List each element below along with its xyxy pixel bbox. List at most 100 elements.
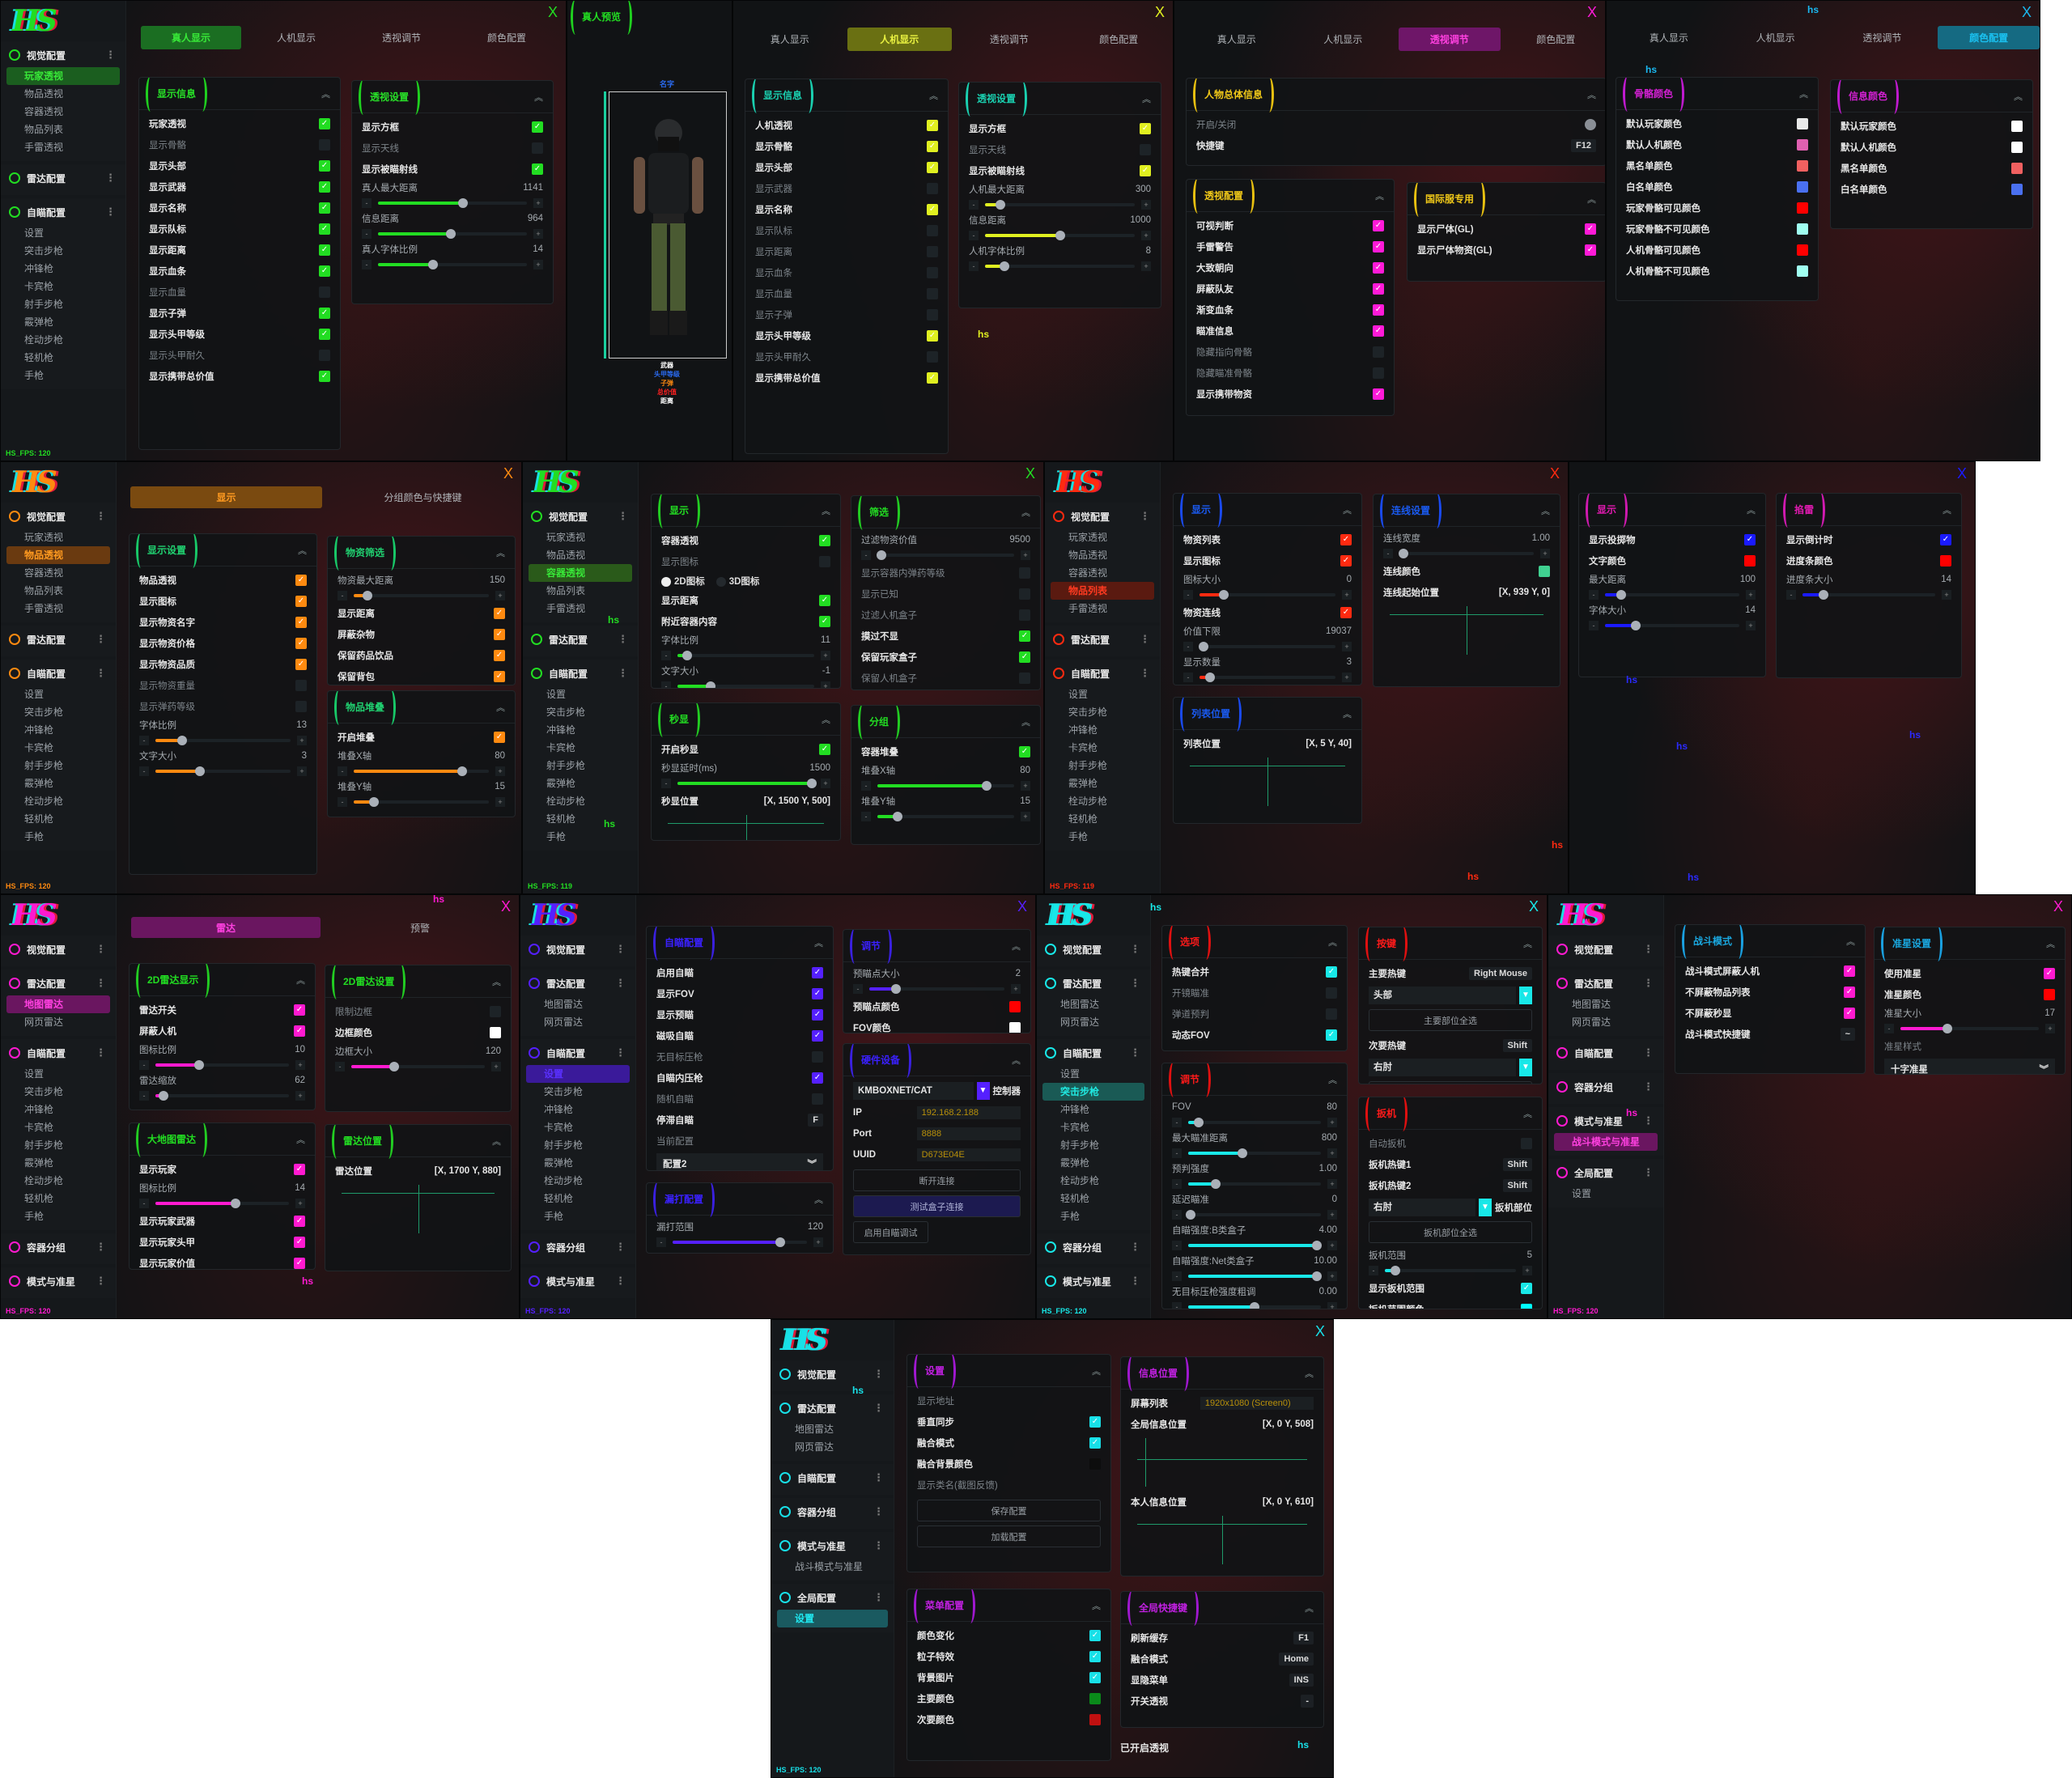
card-header[interactable]: 扳机︽ <box>1359 1097 1542 1131</box>
card-header[interactable]: 国际服专用︽ <box>1408 183 1605 217</box>
sidebar-item[interactable]: 手枪 <box>1060 1211 1081 1222</box>
plus-button[interactable]: + <box>1011 984 1021 994</box>
plus-button[interactable]: + <box>1021 812 1030 821</box>
checkbox-row[interactable]: 瞄准信息✓ <box>1196 320 1384 342</box>
checkbox-row[interactable]: 自瞄内压枪✓ <box>656 1067 823 1088</box>
sidebar-item[interactable]: 栓动步枪 <box>1068 796 1108 807</box>
checkbox-row[interactable]: 大致朝向✓ <box>1196 257 1384 278</box>
checkbox-row[interactable]: 显示头甲耐久 <box>755 346 938 367</box>
sidebar-group-header[interactable]: 容器分组⋮ <box>1 1235 116 1259</box>
slider-track[interactable] <box>351 1062 485 1071</box>
position-picker[interactable]: 连线起始位置[X, 939 Y, 0] <box>1383 582 1550 660</box>
plus-button[interactable]: + <box>1141 231 1151 240</box>
more-icon[interactable]: ⋮ <box>873 1368 884 1380</box>
checkbox-row[interactable]: 摸过不显✓ <box>861 626 1030 647</box>
sidebar-item[interactable]: 地图雷达 <box>1060 999 1100 1010</box>
checkbox[interactable]: ✓ <box>319 371 330 382</box>
more-icon[interactable]: ⋮ <box>618 667 628 679</box>
checkbox-row[interactable]: 不屏蔽物品列表✓ <box>1685 982 1855 1003</box>
checkbox-row[interactable]: 显示名称✓ <box>755 199 938 220</box>
sidebar-item[interactable]: 霰弹枪 <box>1060 1157 1090 1169</box>
color-swatch[interactable] <box>2011 142 2023 153</box>
more-icon[interactable]: ⋮ <box>873 1471 884 1483</box>
card-header[interactable]: 调节︽ <box>843 930 1030 964</box>
checkbox[interactable]: ✓ <box>819 616 830 627</box>
hotkey-button[interactable]: Home <box>1279 1653 1314 1666</box>
checkbox[interactable]: ✓ <box>294 1025 305 1037</box>
tab[interactable]: 人机显示 <box>1756 32 1795 44</box>
sidebar-item[interactable]: 栓动步枪 <box>24 796 64 807</box>
checkbox[interactable]: ✓ <box>819 744 830 755</box>
minus-button[interactable]: - <box>1183 642 1193 651</box>
more-icon[interactable]: ⋮ <box>96 667 106 679</box>
slider-track[interactable] <box>1188 1148 1321 1158</box>
checkbox[interactable] <box>927 288 938 299</box>
plus-button[interactable]: + <box>533 229 543 239</box>
checkbox-row[interactable]: 显示距离 <box>755 241 938 262</box>
slider-track[interactable] <box>677 681 814 688</box>
sidebar-group-header[interactable]: 视觉配置⋮ <box>771 1362 894 1386</box>
checkbox[interactable]: ✓ <box>1373 220 1384 231</box>
collapse-icon[interactable]: ︽ <box>1012 941 1021 952</box>
slider-knob[interactable] <box>775 1237 785 1247</box>
collapse-icon[interactable]: ︽ <box>1375 191 1384 202</box>
checkbox[interactable]: ✓ <box>1844 965 1855 977</box>
checkbox[interactable]: ✓ <box>295 659 307 670</box>
checkbox[interactable] <box>812 1051 823 1063</box>
dropdown-select[interactable]: 十字准星︾ <box>1884 1059 2055 1074</box>
checkbox-row[interactable]: 显示子弹✓ <box>149 303 330 324</box>
more-icon[interactable]: ⋮ <box>96 633 106 645</box>
plus-button[interactable]: + <box>1141 200 1151 210</box>
tab[interactable]: 颜色配置 <box>1536 34 1576 45</box>
checkbox-row[interactable]: 随机自瞄 <box>656 1088 823 1110</box>
checkbox-row[interactable]: 显示血量 <box>149 282 330 303</box>
plus-button[interactable]: + <box>821 681 830 688</box>
checkbox[interactable]: ✓ <box>1340 555 1352 566</box>
checkbox[interactable] <box>812 1093 823 1105</box>
slider-knob[interactable] <box>362 591 372 600</box>
card-header[interactable]: 硬件设备︽ <box>843 1044 1030 1078</box>
color-swatch[interactable] <box>1009 1022 1021 1033</box>
sidebar-item[interactable]: 卡宾枪 <box>546 742 576 753</box>
more-icon[interactable]: ⋮ <box>96 943 106 955</box>
plus-button[interactable]: + <box>821 779 830 788</box>
collapse-icon[interactable]: ︽ <box>534 92 543 103</box>
slider-track[interactable] <box>673 1237 807 1247</box>
collapse-icon[interactable]: ︽ <box>2014 91 2023 102</box>
checkbox-row[interactable]: 显示头甲耐久 <box>149 345 330 366</box>
more-icon[interactable]: ⋮ <box>615 1046 626 1059</box>
minus-button[interactable]: - <box>861 812 871 821</box>
plus-button[interactable]: + <box>813 1237 823 1247</box>
card-header[interactable]: 按键︽ <box>1359 927 1542 961</box>
more-icon[interactable]: ⋮ <box>1643 977 1654 989</box>
tab[interactable]: 颜色配置 <box>1099 34 1139 45</box>
collapse-icon[interactable]: ︽ <box>929 91 938 101</box>
checkbox-row[interactable]: 显示扳机范围✓ <box>1369 1278 1532 1299</box>
slider-knob[interactable] <box>1312 1241 1323 1250</box>
checkbox-row[interactable]: 显示天线 <box>969 139 1151 160</box>
text-input[interactable]: 8888 <box>916 1127 1021 1140</box>
hotkey-button[interactable]: - <box>1301 1695 1314 1708</box>
more-icon[interactable]: ⋮ <box>1643 1046 1654 1059</box>
sidebar-group-header[interactable]: 雷达配置⋮ <box>1037 971 1150 995</box>
collapse-icon[interactable]: ︽ <box>1142 94 1151 104</box>
slider-track[interactable] <box>985 261 1135 271</box>
sidebar-item[interactable]: 栓动步枪 <box>544 1175 584 1186</box>
sidebar-item[interactable]: 卡宾枪 <box>544 1122 574 1133</box>
sidebar-item[interactable]: 网页雷达 <box>1060 1016 1100 1028</box>
tab[interactable]: 颜色配置 <box>486 32 526 44</box>
slider-track[interactable] <box>877 781 1014 791</box>
plus-button[interactable]: + <box>1746 621 1756 630</box>
checkbox-row[interactable]: 显示武器✓ <box>149 176 330 197</box>
sidebar-item[interactable]: 设置 <box>24 689 45 700</box>
checkbox[interactable] <box>1326 987 1337 999</box>
close-icon[interactable]: X <box>2053 898 2063 914</box>
plus-button[interactable]: + <box>1327 1210 1337 1220</box>
sidebar-item[interactable]: 冲锋枪 <box>544 1104 574 1115</box>
sidebar-group-header[interactable]: 容器分组⋮ <box>1548 1075 1663 1099</box>
slider-knob[interactable] <box>446 229 456 239</box>
radio-option[interactable]: 2D图标 <box>661 575 705 588</box>
sidebar-item[interactable]: 手雷透视 <box>24 603 64 614</box>
checkbox[interactable]: ✓ <box>1373 304 1384 316</box>
sidebar-item[interactable]: 手枪 <box>544 1211 564 1222</box>
